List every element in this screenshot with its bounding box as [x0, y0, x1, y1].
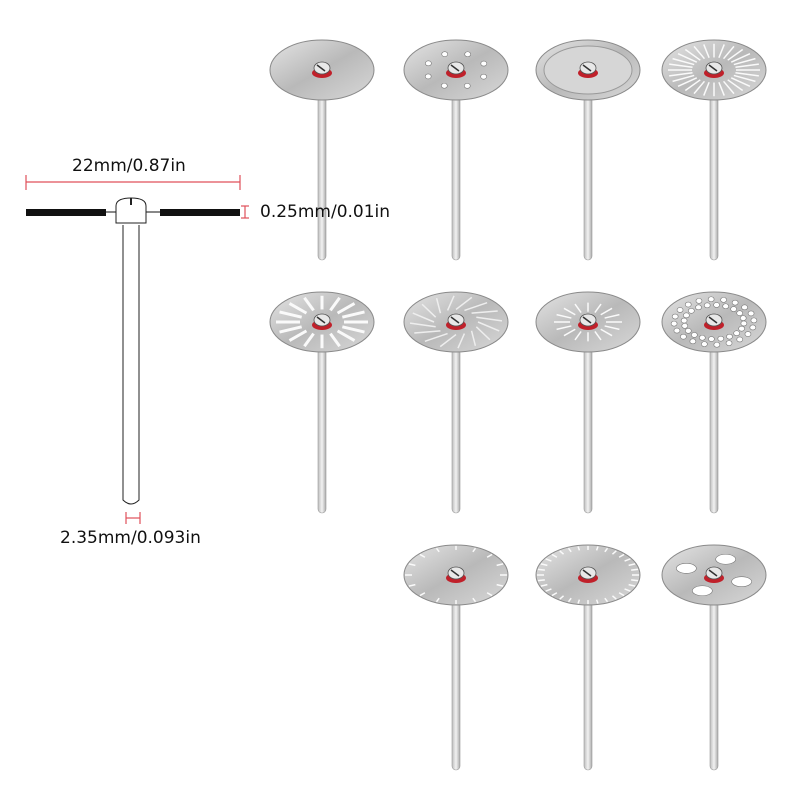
- cutting-disc-smooth-rim: [535, 39, 641, 261]
- cutting-disc-slots-inner: [535, 291, 641, 514]
- cutting-disc-holes: [403, 39, 509, 261]
- cutting-disc-radial-fine: [661, 39, 767, 261]
- thickness-label: 0.25mm/0.01in: [260, 202, 391, 222]
- cutting-disc-perforated: [661, 291, 767, 514]
- cutting-disc-serrated: [403, 544, 509, 771]
- disc-profile-left: [26, 209, 106, 216]
- cutting-disc-toothed: [535, 544, 641, 771]
- cutting-disc-petal-holes: [661, 544, 767, 771]
- shank-outline: [122, 225, 140, 505]
- dimension-diagram: [25, 175, 249, 524]
- cutting-disc-solid: [269, 39, 375, 261]
- cutting-disc-swirl: [403, 291, 509, 514]
- shank-label: 2.35mm/0.093in: [60, 528, 201, 548]
- cutting-disc-radial-slots: [269, 291, 375, 514]
- disc-profile-right: [160, 209, 240, 216]
- diameter-label: 22mm/0.87in: [72, 156, 186, 176]
